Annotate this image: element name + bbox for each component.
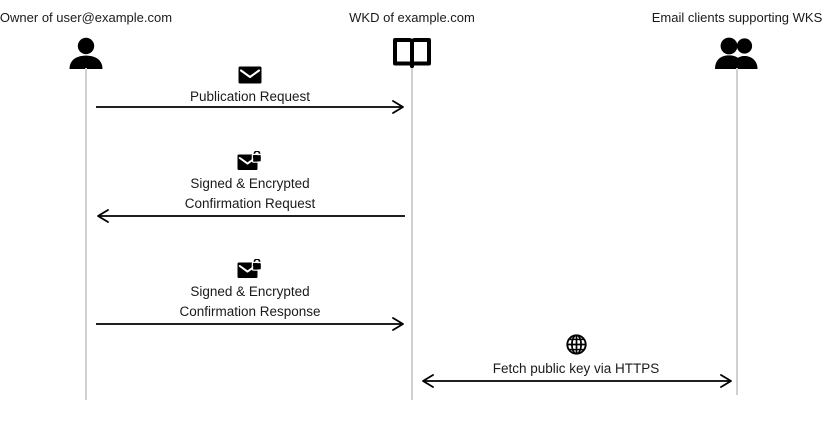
book-icon [386, 36, 438, 70]
lifeline-owner [85, 68, 87, 400]
users-icon [711, 36, 763, 70]
actor-label-owner: Owner of user@example.com [0, 10, 173, 25]
message-label-confirmation-response: Signed & Encrypted Confirmation Response [179, 282, 320, 322]
lifeline-clients [736, 68, 738, 395]
envelope-lock-icon [237, 150, 263, 172]
message-label-fetch-public-key: Fetch public key via HTTPS [493, 359, 660, 379]
message-line: Signed & Encrypted [190, 176, 310, 191]
actor-label-clients: Email clients supporting WKS [651, 10, 823, 25]
actor-label-wkd: WKD of example.com [349, 10, 475, 25]
envelope-lock-icon [237, 258, 263, 280]
globe-icon [563, 333, 589, 355]
message-line: Confirmation Request [184, 196, 316, 211]
message-line: Publication Request [189, 89, 311, 104]
person-icon [60, 36, 112, 70]
message-label-publication-request: Publication Request [190, 87, 310, 107]
message-arrow-confirmation-request [96, 209, 405, 223]
message-line: Confirmation Response [179, 304, 321, 319]
message-label-confirmation-request: Signed & Encrypted Confirmation Request [185, 174, 316, 214]
envelope-icon [237, 64, 263, 86]
message-arrow-fetch-public-key [422, 374, 732, 388]
lifeline-wkd [411, 68, 413, 400]
message-arrow-confirmation-response [96, 317, 405, 331]
message-line: Signed & Encrypted [190, 284, 310, 299]
message-arrow-publication-request [96, 100, 405, 114]
message-line: Fetch public key via HTTPS [492, 361, 660, 376]
